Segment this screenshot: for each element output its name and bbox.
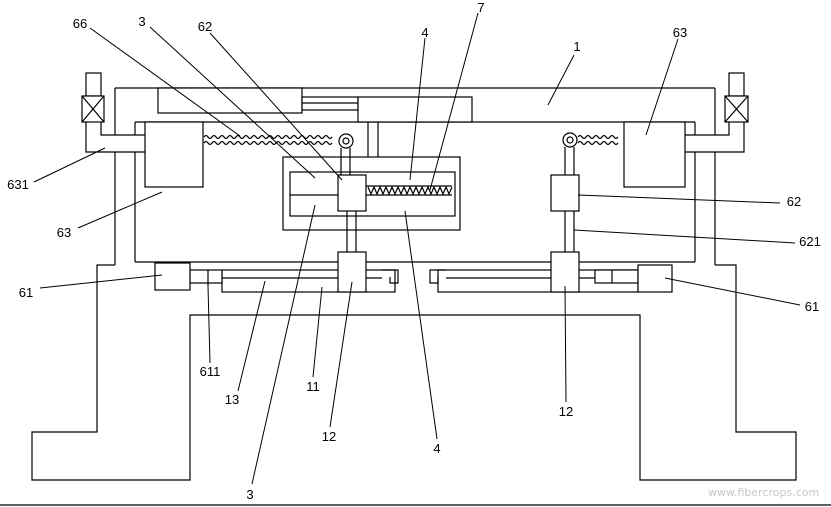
label-621: 621 (799, 234, 821, 249)
label-61-left: 61 (19, 285, 33, 300)
block-61-left (154, 262, 191, 291)
label-611: 611 (200, 364, 221, 379)
leader-line-62-top (209, 32, 343, 181)
hinge-left-pin (342, 137, 350, 145)
label-62-right: 62 (787, 194, 801, 209)
label-1: 1 (573, 39, 580, 54)
label-63-left: 63 (57, 225, 71, 240)
valve-left-cross-b (81, 95, 105, 123)
leader-lines (33, 12, 801, 485)
central-box-inner (289, 171, 456, 217)
pipe-631-right (685, 72, 749, 153)
pipe-cap-left (85, 72, 102, 97)
label-11: 11 (306, 379, 320, 394)
label-12-right: 12 (559, 404, 573, 419)
pipe-left-inner (100, 122, 145, 136)
spring-66-left-lower (203, 140, 333, 146)
label-13: 13 (225, 392, 239, 407)
spring-7 (367, 185, 453, 196)
leader-line-621 (573, 229, 796, 244)
valve-right-cross-b (724, 95, 749, 123)
reference-labels: 66 3 62 4 7 1 63 631 63 62 621 61 61 611… (7, 0, 821, 502)
leader-line-3-bottom (251, 204, 316, 485)
label-62-top: 62 (198, 19, 212, 34)
leader-line-62-right (577, 194, 781, 204)
block-63-left (144, 121, 204, 188)
label-3-bottom: 3 (246, 487, 253, 502)
leader-line-3-top (149, 26, 316, 179)
leader-line-13 (237, 280, 266, 392)
leader-line-631 (33, 147, 106, 183)
label-4-top: 4 (421, 25, 428, 40)
pipe-631-left (81, 72, 145, 153)
pipe-left-outer (85, 122, 145, 153)
leader-line-66 (89, 27, 241, 137)
connector-611 (189, 269, 223, 284)
leader-line-63-left (77, 191, 163, 229)
block-12-right (550, 251, 580, 293)
block-62-left (337, 174, 367, 212)
block-62-right (550, 174, 580, 212)
leader-line-61-left (39, 274, 163, 289)
spring-66-left-upper (203, 134, 333, 140)
connector-right (594, 269, 639, 284)
pipe-cap-right (728, 72, 745, 97)
watermark: www.fibercrops.com (708, 486, 819, 499)
leader-line-1 (547, 54, 575, 106)
block-12-left (337, 251, 367, 293)
spring-66-right-lower (577, 140, 619, 146)
leader-line-12-right (564, 285, 567, 403)
top-motor-block (357, 96, 473, 123)
spring-66-right-upper (577, 134, 619, 140)
label-61-right: 61 (805, 299, 819, 314)
label-7: 7 (477, 0, 484, 15)
leader-line-4-bottom (404, 210, 438, 440)
leader-line-11 (312, 286, 323, 378)
label-63-right: 63 (673, 25, 687, 40)
pipe-right-outer (685, 122, 745, 153)
rail-hook-left (382, 269, 399, 284)
label-631: 631 (7, 177, 29, 192)
leader-line-4-top (409, 37, 426, 181)
leader-line-611 (207, 285, 211, 364)
block-63-right (623, 121, 686, 188)
leader-line-63-right (645, 38, 679, 136)
label-12-left: 12 (322, 429, 336, 444)
base-outline (31, 264, 797, 481)
leader-line-12-left (329, 281, 353, 428)
hinge-right-pin (566, 136, 574, 144)
pipe-right-inner (685, 122, 730, 136)
label-3-top: 3 (138, 14, 145, 29)
rail-13-left (221, 269, 396, 293)
label-66: 66 (73, 16, 87, 31)
rail-hook-right (429, 269, 446, 284)
leader-line-61-right (664, 277, 801, 306)
leader-line-7 (429, 12, 479, 191)
label-4-bottom: 4 (433, 441, 440, 456)
